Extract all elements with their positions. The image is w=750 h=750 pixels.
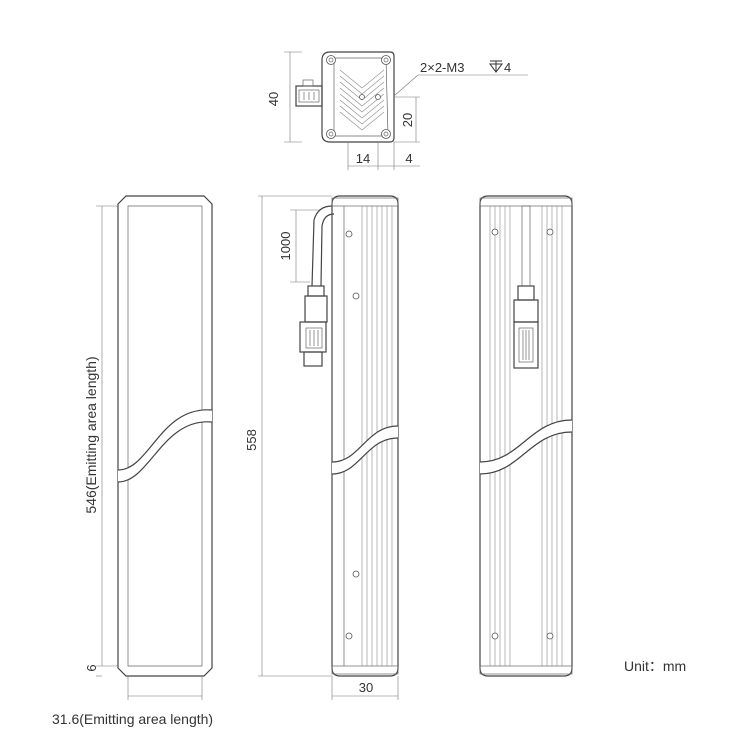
end-cap (321, 51, 395, 143)
dim-top-width-b: 4 (405, 151, 412, 166)
thread-spec-label: 2×2-M3 (420, 60, 464, 75)
rear-connector (513, 205, 539, 369)
connector-plug (295, 79, 323, 107)
dim-emitting-width: 31.6(Emitting area length) (52, 711, 213, 727)
dim-end-margin: 6 (84, 664, 99, 671)
dim-body-width: 30 (359, 680, 373, 695)
unit-label: Unit：mm (624, 658, 686, 674)
side-view: 558 1000 (244, 195, 399, 700)
cable (299, 205, 335, 367)
dim-cable-length: 1000 (278, 232, 293, 261)
dim-top-offset: 20 (400, 113, 415, 127)
dim-top-height: 40 (266, 92, 281, 106)
dim-top-width-a: 14 (356, 151, 370, 166)
depth-icon (489, 60, 503, 73)
dim-emitting-length: 546(Emitting area length) (83, 356, 99, 513)
top-view: 40 (266, 51, 528, 170)
dim-total-length: 558 (244, 429, 259, 451)
front-view: 546(Emitting area length) 6 31.6(Emittin… (52, 195, 213, 727)
back-view (479, 195, 573, 677)
thread-depth-label: 4 (504, 60, 511, 75)
